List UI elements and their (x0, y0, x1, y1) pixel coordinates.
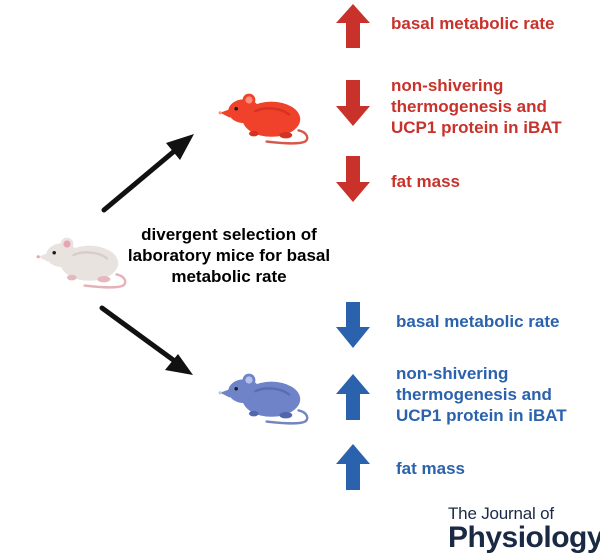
high-thermogenesis-arrow-down-icon (336, 80, 370, 126)
low-effect-thermogenesis: non-shivering thermogenesis and UCP1 pro… (396, 364, 567, 425)
red-mouse-icon (217, 92, 309, 145)
arrow-to-low-icon (99, 305, 193, 375)
high-fatmass-arrow-down-icon (336, 156, 370, 202)
high-effect-bmr: basal metabolic rate (391, 14, 555, 33)
blue-mouse-icon (217, 372, 309, 425)
low-bmr-arrow-down-icon (336, 302, 370, 348)
journal-logo: The Journal of Physiology (448, 505, 600, 553)
high-effect-thermogenesis: non-shivering thermogenesis and UCP1 pro… (391, 76, 562, 137)
selection-label: divergent selection of laboratory mice f… (127, 225, 331, 286)
high-effect-fat-mass: fat mass (391, 172, 460, 191)
low-effect-fat-mass: fat mass (396, 459, 465, 478)
low-thermogenesis-arrow-up-icon (336, 374, 370, 420)
low-fatmass-arrow-up-icon (336, 444, 370, 490)
white-mouse-icon (35, 236, 127, 289)
journal-logo-line1: The Journal of (448, 504, 554, 523)
arrow-to-high-icon (101, 134, 194, 213)
low-effect-bmr: basal metabolic rate (396, 312, 560, 331)
journal-logo-line2: Physiology (448, 521, 600, 554)
high-bmr-arrow-up-icon (336, 4, 370, 48)
